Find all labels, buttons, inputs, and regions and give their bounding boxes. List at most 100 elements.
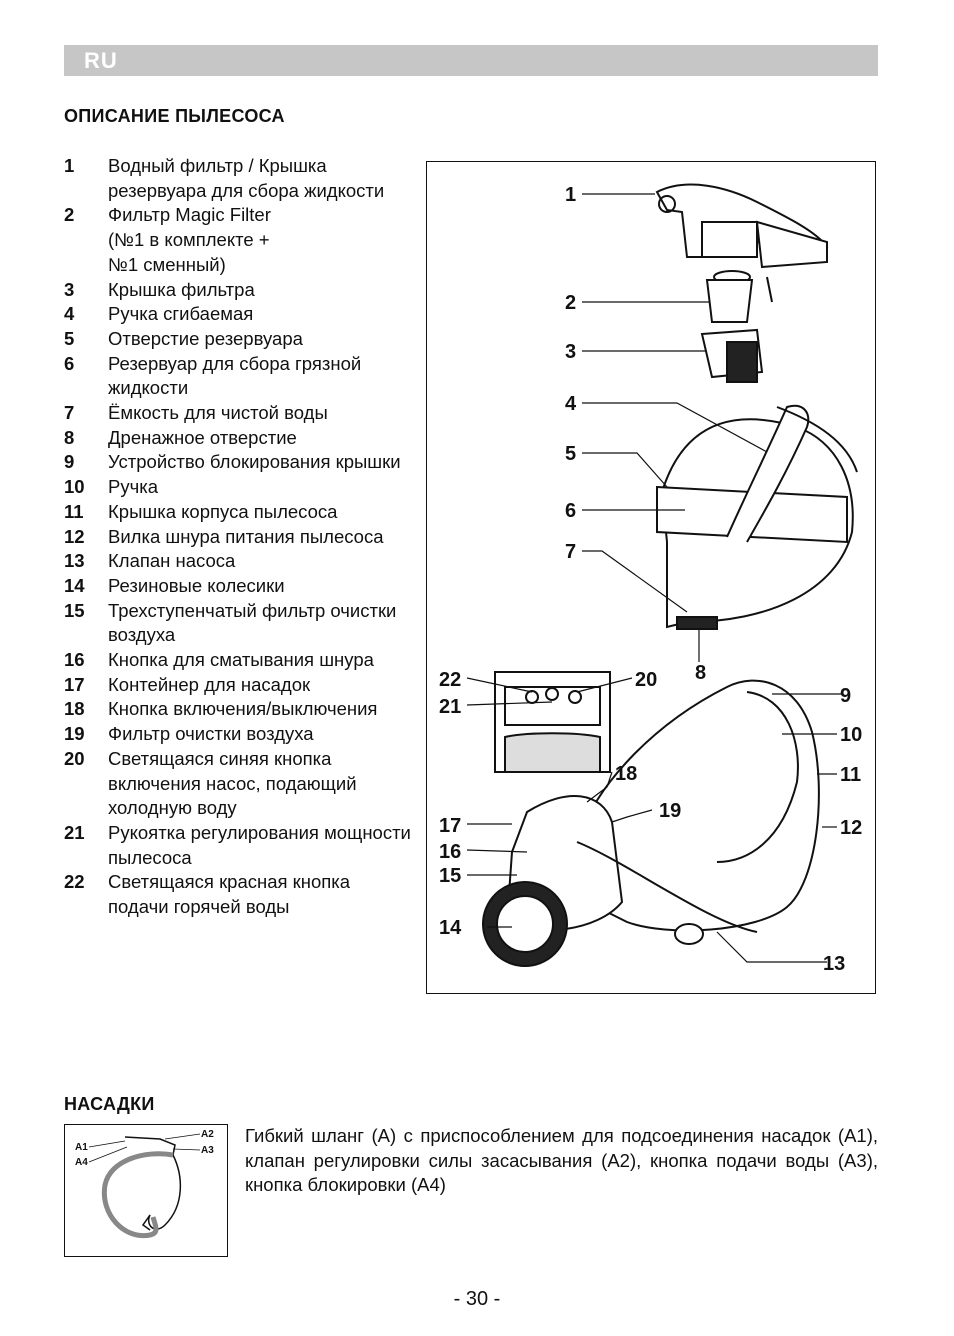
- item-number: 6: [64, 352, 75, 374]
- callout-12: 12: [840, 817, 862, 839]
- item-text: Ёмкость для чистой воды: [108, 402, 328, 424]
- callout-3: 3: [565, 341, 576, 363]
- item-text: Рукоятка регулирования мощности пылесоса: [108, 821, 411, 868]
- hose-label-a4: A4: [75, 1157, 88, 1168]
- list-item: 21 Рукоятка регулирования мощности пылесо…: [64, 821, 414, 870]
- item-number: 20: [64, 747, 85, 769]
- hose-label-a1: A1: [75, 1142, 88, 1153]
- item-text: Трехступенчатый фильтр очистки воздуха: [108, 599, 397, 646]
- list-item: 17 Контейнер для насадок: [64, 673, 414, 698]
- item-text: Крышка корпуса пылесоса: [108, 500, 338, 522]
- list-item: 14 Резиновые колесики: [64, 574, 414, 599]
- list-item: 12 Вилка шнура питания пылесоса: [64, 525, 414, 550]
- callout-22: 22: [439, 669, 461, 691]
- item-number: 9: [64, 451, 75, 473]
- item-number: 19: [64, 723, 85, 745]
- item-number: 21: [64, 821, 85, 843]
- item-text: Ручка сгибаемая: [108, 303, 254, 325]
- language-header-bar: RU: [64, 45, 878, 76]
- vacuum-diagram: 1 2 3 4 5 6 7 8 9 10 11 12 13 14 15 16 1…: [426, 161, 876, 994]
- item-text: Устройство блокирования крышки: [108, 451, 401, 473]
- item-number: 11: [64, 500, 84, 522]
- list-item: 10 Ручка: [64, 475, 414, 500]
- callout-2: 2: [565, 292, 576, 314]
- item-text: Резиновые колесики: [108, 574, 285, 596]
- callout-18: 18: [615, 763, 637, 785]
- hose-label-a2: A2: [201, 1129, 214, 1140]
- list-item: 18 Кнопка включения/выключения: [64, 697, 414, 722]
- page-number: - 30 -: [453, 1288, 501, 1310]
- item-text: Контейнер для насадок: [108, 673, 311, 695]
- list-item: 13 Клапан насоса: [64, 549, 414, 574]
- item-number: 3: [64, 278, 75, 300]
- callout-5: 5: [565, 443, 576, 465]
- callout-labels: 1 2 3 4 5 6 7 8 9 10 11 12 13 14 15 16 1…: [439, 184, 862, 975]
- item-text: Кнопка включения/выключения: [108, 698, 378, 720]
- callout-8: 8: [695, 662, 706, 684]
- list-item: 20 Светящаяся синяя кнопка включения насо…: [64, 747, 414, 821]
- item-number: 8: [64, 426, 75, 448]
- item-number: 17: [64, 673, 85, 695]
- list-item: 8 Дренажное отверстие: [64, 426, 414, 451]
- item-text: Дренажное отверстие: [108, 426, 297, 448]
- item-number: 1: [64, 155, 75, 176]
- item-text: Крышка фильтра: [108, 278, 255, 300]
- item-number: 18: [64, 698, 85, 720]
- list-item: 15 Трехступенчатый фильтр очистки воздуха: [64, 599, 414, 648]
- callout-9: 9: [840, 685, 851, 707]
- item-number: 5: [64, 327, 75, 349]
- callout-7: 7: [565, 541, 576, 563]
- item-text: Резервуар для сбора грязной жидкости: [108, 352, 362, 399]
- callout-14: 14: [439, 917, 462, 939]
- list-item: 22 Светящаяся красная кнопка подачи горяч…: [64, 870, 414, 919]
- section-title-description: ОПИСАНИЕ ПЫЛЕСОСА: [64, 106, 285, 126]
- callout-15: 15: [439, 865, 461, 887]
- list-item: 11 Крышка корпуса пылесоса: [64, 500, 414, 525]
- list-item: 6 Резервуар для сбора грязной жидкости: [64, 352, 414, 401]
- item-text: Отверстие резервуара: [108, 327, 303, 349]
- item-number: 13: [64, 550, 85, 572]
- callout-16: 16: [439, 841, 461, 863]
- list-item: 16 Кнопка для сматывания шнура: [64, 648, 414, 673]
- item-number: 4: [64, 303, 75, 325]
- item-text: Светящаяся красная кнопка подачи горячей…: [108, 871, 351, 918]
- item-text: Клапан насоса: [108, 550, 236, 572]
- list-item: 9 Устройство блокирования крышки: [64, 450, 414, 475]
- list-item: 19 Фильтр очистки воздуха: [64, 722, 414, 747]
- item-text: Фильтр очистки воздуха: [108, 723, 314, 745]
- item-number: 12: [64, 525, 85, 547]
- item-text: Вилка шнура питания пылесоса: [108, 525, 384, 547]
- list-item: 3 Крышка фильтра: [64, 278, 414, 303]
- item-number: 10: [64, 476, 85, 498]
- item-text: Ручка: [108, 476, 159, 498]
- hose-description: Гибкий шланг (А) с приспособлением для п…: [245, 1125, 878, 1195]
- callout-19: 19: [659, 800, 681, 822]
- hose-icon: A1 A4 A2 A3: [75, 1129, 214, 1239]
- callout-10: 10: [840, 724, 862, 746]
- vacuum-diagram-illustration: 1 2 3 4 5 6 7 8 9 10 11 12 13 14 15 16 1…: [439, 183, 862, 975]
- list-item: 4 Ручка сгибаемая: [64, 302, 414, 327]
- item-number: 15: [64, 599, 85, 621]
- callout-13: 13: [823, 953, 845, 975]
- callout-1: 1: [565, 184, 576, 206]
- list-item: 5 Отверстие резервуара: [64, 327, 414, 352]
- callout-21: 21: [439, 696, 461, 718]
- item-number: 7: [64, 402, 75, 424]
- hose-label-a3: A3: [201, 1145, 214, 1156]
- item-number: 16: [64, 649, 85, 671]
- callout-17: 17: [439, 815, 461, 837]
- callout-11: 11: [840, 764, 861, 786]
- list-item: 7 Ёмкость для чистой воды: [64, 401, 414, 426]
- item-text: Светящаяся синяя кнопка включения насос,…: [108, 747, 357, 819]
- item-number: 22: [64, 871, 85, 893]
- language-code: RU: [84, 48, 118, 73]
- hose-illustration: A1 A4 A2 A3: [64, 1124, 228, 1257]
- callout-6: 6: [565, 500, 576, 522]
- callout-4: 4: [565, 393, 577, 415]
- item-text: Кнопка для сматывания шнура: [108, 649, 374, 671]
- item-number: 14: [64, 574, 85, 596]
- section-title-accessories: НАСАДКИ: [64, 1094, 155, 1114]
